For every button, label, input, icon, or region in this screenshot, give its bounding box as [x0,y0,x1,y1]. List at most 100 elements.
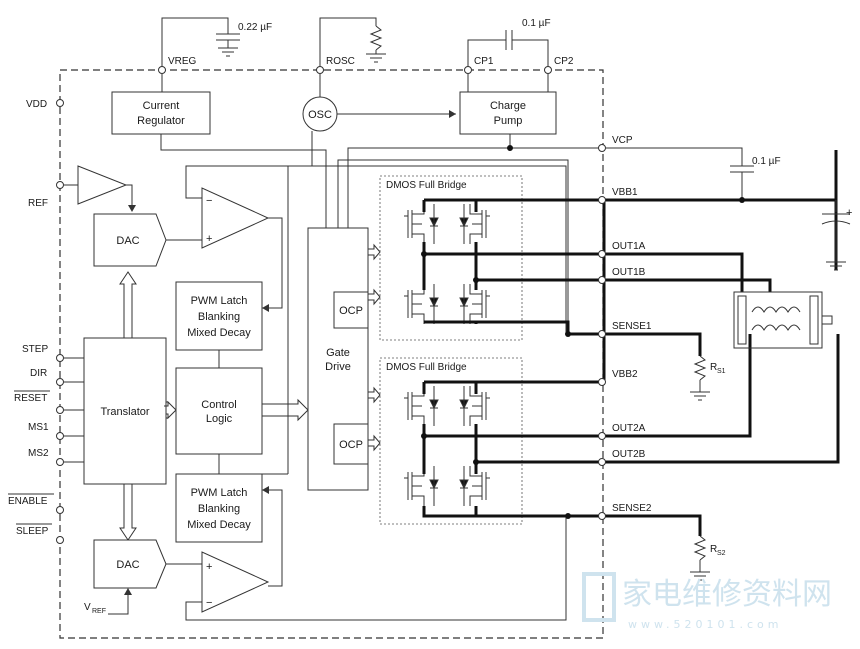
vcp-node [507,145,513,151]
dac-top-block [93,213,167,267]
bus-arrow-bottom [119,484,137,541]
comparator-bottom [201,551,270,613]
charge-pump-block [459,91,557,135]
ocp-bottom-label: OCP [339,439,363,451]
control-logic-label-2: Logic [206,413,233,425]
rs2-label: R [710,544,717,555]
cp1-label: CP1 [474,56,494,67]
ocp-top-block [333,291,369,329]
charge-pump-label-1: Charge [490,100,526,112]
sense1-label: SENSE1 [612,321,652,332]
bus-arrow-control-gate [262,398,309,422]
ocp-top-label: OCP [339,305,363,317]
vreg-cap-value: 0.22 µF [238,22,272,33]
pwm-bottom-line-1: PWM Latch [191,487,248,499]
current-regulator-block [111,91,211,135]
dac-top-label: DAC [116,235,139,247]
vbb1-label: VBB1 [612,187,638,198]
rs2-sub: S2 [717,550,726,557]
gate-drive-label-1: Gate [326,347,350,359]
ms1-pin [56,432,64,440]
rs1-label: R [710,362,717,373]
comparator-top-plus: + [206,233,212,245]
bridge-bottom-transistors [404,386,490,506]
pwm-bottom-line-2: Blanking [198,503,240,515]
dac-bottom-label: DAC [116,559,139,571]
out1b-label: OUT1B [612,267,646,278]
rs1-sub: S1 [717,368,726,375]
vdd-label: VDD [26,99,47,110]
cp-cap-value: 0.1 µF [522,18,551,29]
watermark-main: 家电维修资料网 [622,577,832,612]
gate-drive-label-2: Drive [325,361,351,373]
ms1-label: MS1 [28,422,49,433]
pwm-bottom-line-3: Mixed Decay [187,519,251,531]
current-regulator-label-2: Regulator [137,115,185,127]
sense1-pin [598,330,606,338]
ms2-label: MS2 [28,448,49,459]
out2a-label: OUT2A [612,423,646,434]
stepper-motor [733,291,833,349]
pwm-top-line-3: Mixed Decay [187,327,251,339]
vreg-pin [158,66,166,74]
pwm-top-line-2: Blanking [198,311,240,323]
enable-pin [56,506,64,514]
ref-pin [56,181,64,189]
cp2-label: CP2 [554,56,574,67]
out2b-pin [598,458,606,466]
out2a-pin [598,432,606,440]
comparator-top-minus: − [206,195,212,207]
vcp-pin [598,144,606,152]
pwm-top-line-1: PWM Latch [191,295,248,307]
vref-label: V [84,602,91,613]
out2b-label: OUT2B [612,449,646,460]
osc-arrow [449,110,456,118]
bus-arrow-top [119,271,137,338]
rs1-resistor [690,355,710,401]
current-regulator-label-1: Current [143,100,180,112]
rosc-resistor [319,17,386,70]
translator-label: Translator [100,406,149,418]
sleep-label: SLEEP [16,526,49,537]
vbb1-pin [598,196,606,204]
rosc-label: ROSC [326,56,355,67]
out1a-label: OUT1A [612,241,646,252]
sense2-label: SENSE2 [612,503,652,514]
ref-buffer [77,165,128,205]
control-logic-block [175,367,263,455]
ms2-pin [56,458,64,466]
bridge-top-label: DMOS Full Bridge [386,180,467,191]
ocp-bottom-block [333,423,369,465]
cp-capacitor [467,30,549,70]
vref-sub: REF [92,608,106,615]
rosc-pin [316,66,324,74]
translator-block [83,337,167,485]
vreg-label: VREG [168,56,197,67]
bulk-capacitor [821,200,851,271]
charge-pump-label-2: Pump [494,115,523,127]
bridge-top-transistors [404,204,490,324]
sleep-pin [56,536,64,544]
enable-label: ENABLE [8,496,48,507]
bridge-bottom-label: DMOS Full Bridge [386,362,467,373]
comparator-bottom-plus: + [206,561,212,573]
bridge-top-frame [379,175,523,341]
reset-label: RESET [14,393,47,404]
pwm-latch-bottom-block [175,473,263,543]
control-logic-label-1: Control [201,399,236,411]
dac-bottom-block [93,539,167,589]
ref-label: REF [28,198,48,209]
vbb2-pin [598,378,606,386]
vdd-pin [56,99,64,107]
out1a-pin [598,250,606,258]
bulk-cap-plus: + [846,207,852,219]
vcp-cap-value: 0.1 µF [752,156,781,167]
sense2-pin [598,512,606,520]
vcp-label: VCP [612,135,633,146]
vreg-capacitor [161,17,240,70]
dir-pin [56,378,64,386]
watermark-url: www.520101.com [628,618,782,631]
out1b-pin [598,276,606,284]
gate-arrows [368,243,381,452]
